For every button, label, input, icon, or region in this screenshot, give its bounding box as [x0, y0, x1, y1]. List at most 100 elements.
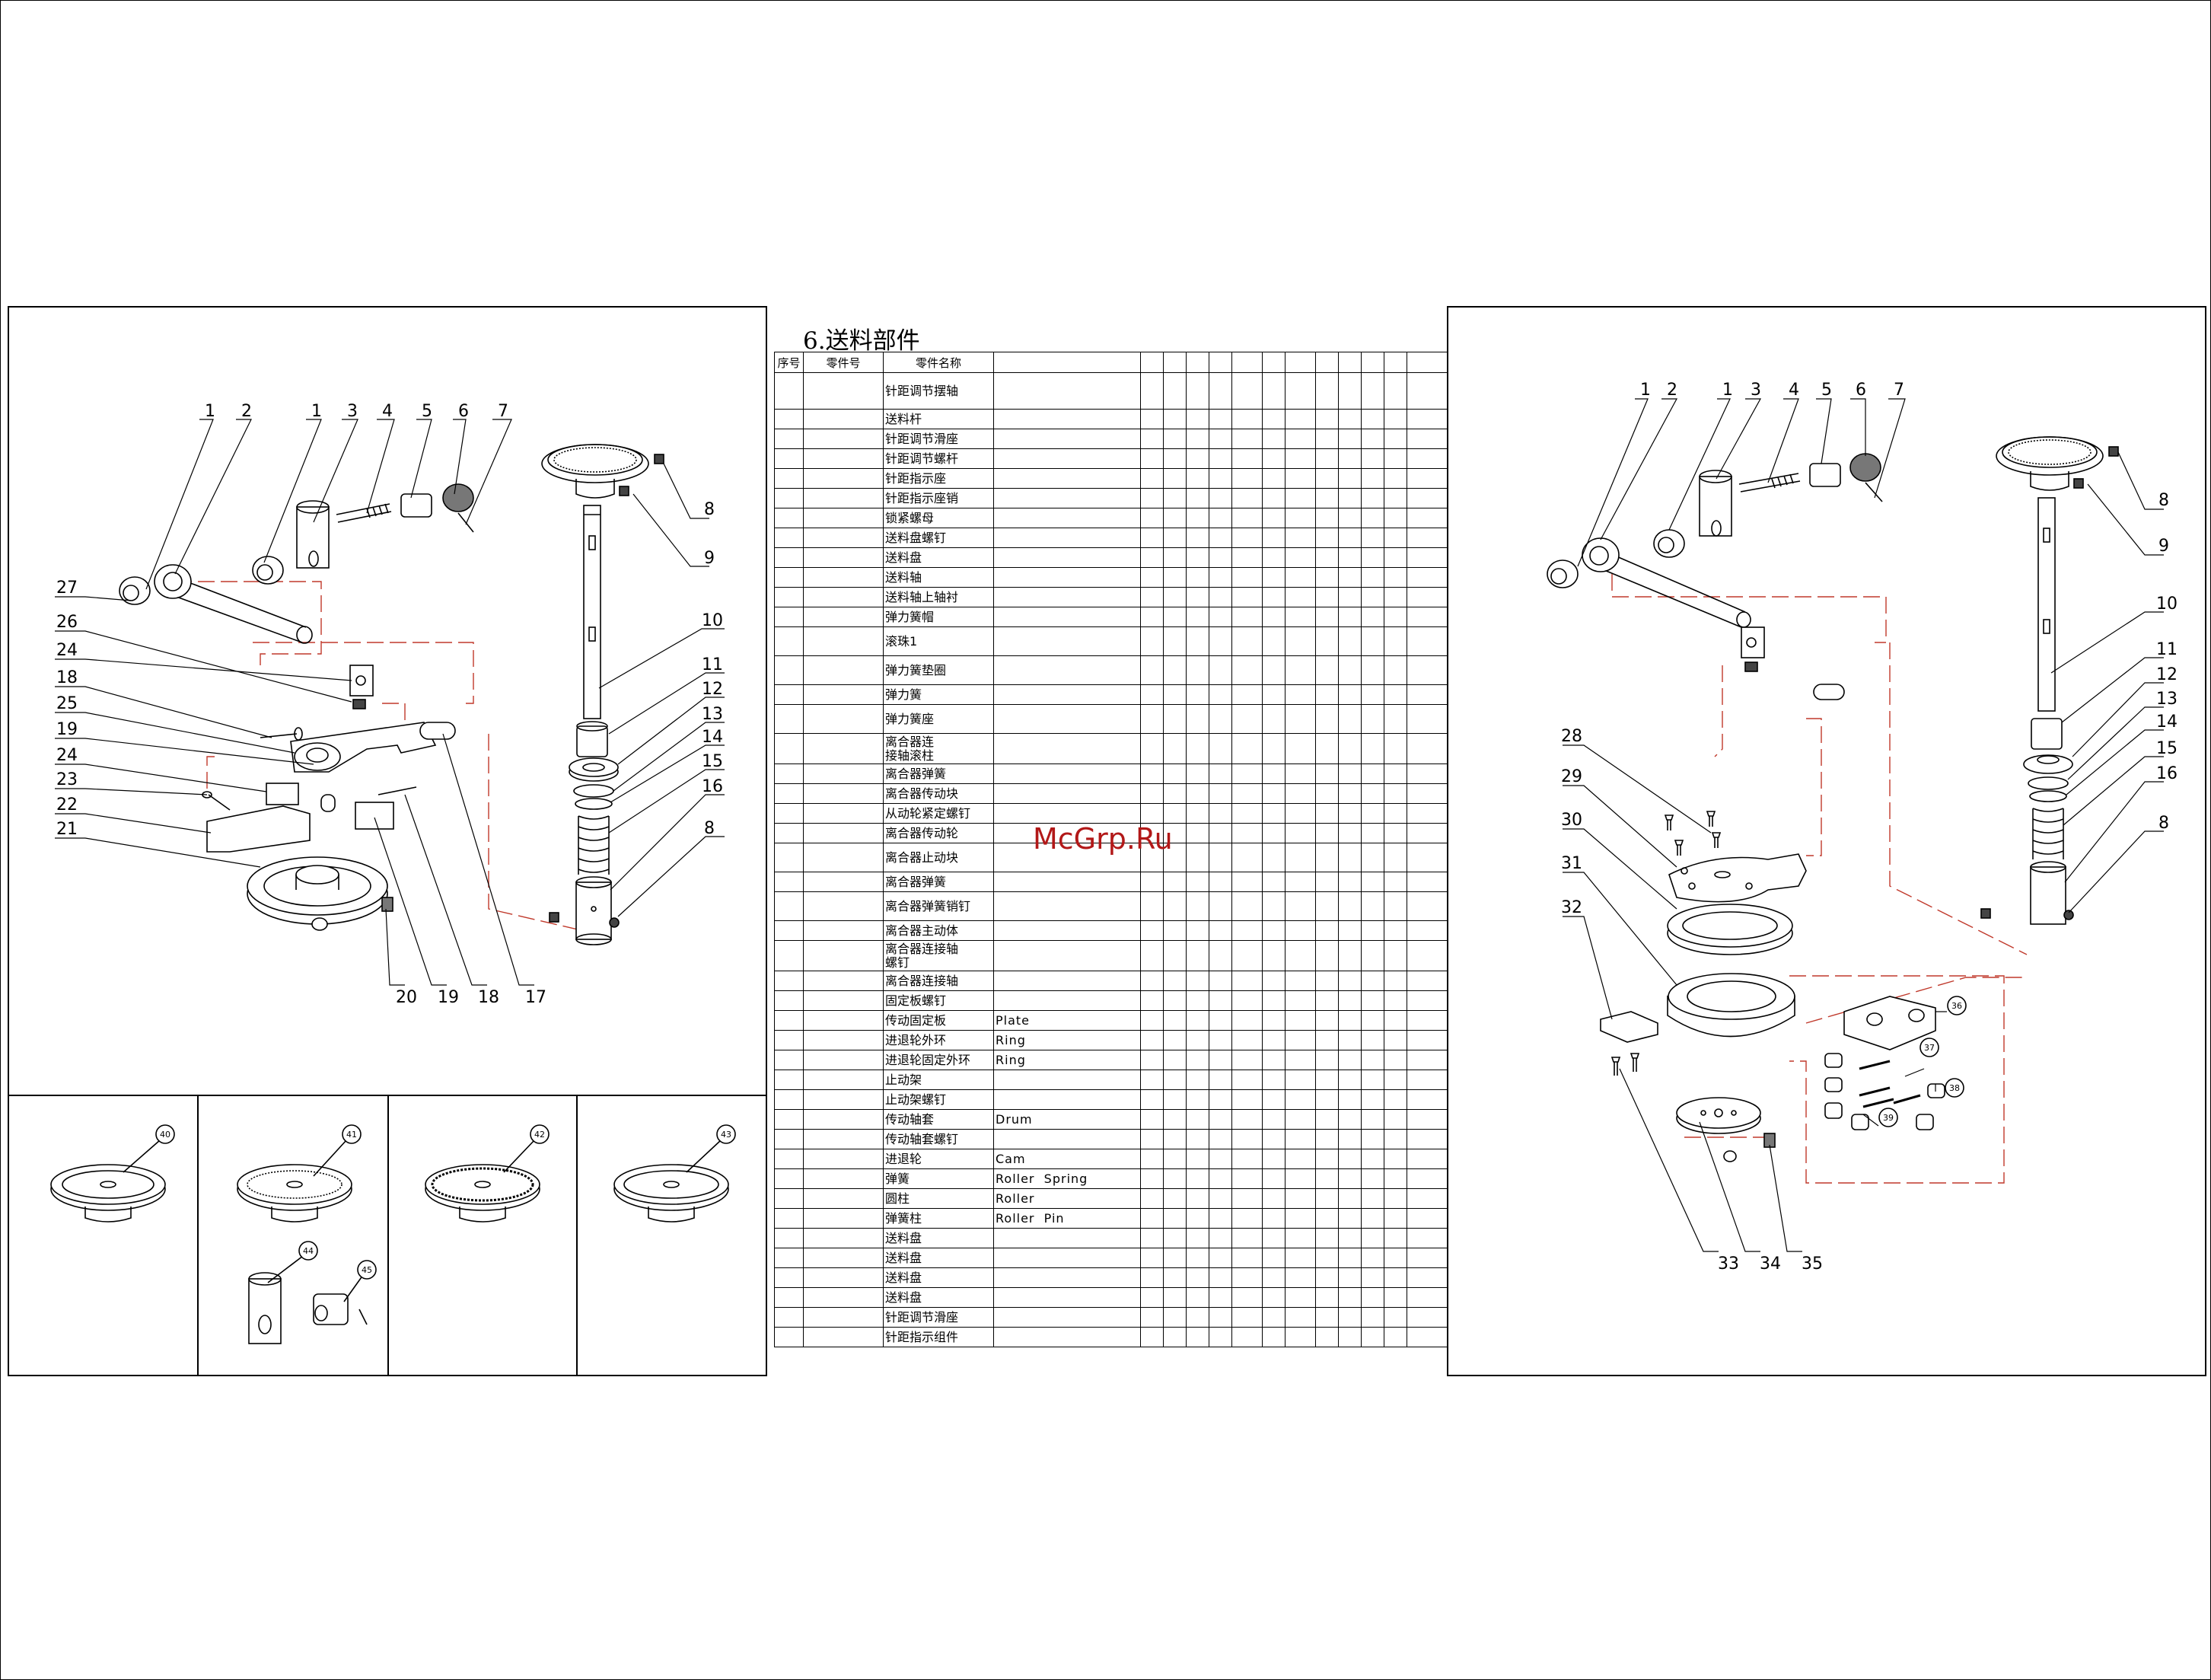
table-cell [1338, 684, 1362, 705]
table-cell [1384, 1089, 1407, 1110]
table-cell [1361, 1030, 1384, 1050]
table-cell [1361, 1149, 1384, 1169]
table-cell [1338, 1010, 1362, 1031]
table-cell [774, 528, 804, 548]
table-cell [1407, 1129, 1449, 1149]
table-cell [1209, 1089, 1232, 1110]
table-cell [1315, 1030, 1339, 1050]
table-cell [1163, 528, 1187, 548]
table-cell [1231, 508, 1263, 528]
table-cell [1361, 1168, 1384, 1189]
table-cell [1140, 763, 1164, 784]
table-cell [1407, 1188, 1449, 1209]
part-english-name-cell [993, 733, 1141, 764]
table-cell [1140, 1287, 1164, 1308]
table-cell [1338, 429, 1362, 449]
table-cell [1361, 409, 1384, 429]
table-cell [1338, 1030, 1362, 1050]
part-name-cell: 针距调节滑座 [883, 1307, 994, 1328]
right-exploded-view-panel: 1 2 1 3 4 5 6 7 8 9 10 11 12 13 14 15 16… [1447, 306, 2206, 1376]
table-cell [1231, 971, 1263, 991]
table-cell [1384, 763, 1407, 784]
table-cell [1262, 1188, 1286, 1209]
table-cell [1209, 1228, 1232, 1248]
table-cell [1338, 843, 1362, 872]
table-cell [1163, 409, 1187, 429]
table-cell [1186, 508, 1209, 528]
table-cell [1231, 1149, 1263, 1169]
table-row: 弹力簧帽 [774, 607, 1449, 627]
part-name-cell: 离合器传动块 [883, 783, 994, 804]
table-cell [1209, 704, 1232, 734]
table-cell [1384, 920, 1407, 941]
table-cell [1315, 409, 1339, 429]
table-cell [1163, 468, 1187, 489]
table-row: 锁紧螺母 [774, 508, 1449, 528]
callout: 29 [1561, 767, 1582, 786]
table-row: 送料盘 [774, 1248, 1449, 1268]
table-cell [1231, 1188, 1263, 1209]
table-cell [1384, 372, 1407, 410]
part-english-name-cell [993, 468, 1141, 489]
part-name-cell: 离合器连接轴 [883, 971, 994, 991]
table-cell [1384, 1129, 1407, 1149]
table-cell [1262, 429, 1286, 449]
part-name-cell: 送料盘 [883, 1267, 994, 1288]
table-cell [803, 684, 884, 705]
part-english-name-cell [993, 891, 1141, 921]
table-cell [1285, 488, 1316, 508]
table-cell [1186, 971, 1209, 991]
table-cell [1231, 684, 1263, 705]
table-cell [1407, 488, 1449, 508]
callout: 11 [2156, 640, 2178, 659]
variant-callout: 42 [534, 1130, 545, 1140]
variant-40 [50, 1140, 166, 1223]
table-cell [774, 567, 804, 588]
table-cell [1262, 1109, 1286, 1130]
table-cell [1361, 1267, 1384, 1288]
table-cell [1140, 1070, 1164, 1090]
table-cell [1186, 429, 1209, 449]
table-cell [1361, 783, 1384, 804]
table-cell [1361, 733, 1384, 764]
table-cell [803, 587, 884, 607]
table-cell [1361, 704, 1384, 734]
table-row: 离合器弹簧 [774, 872, 1449, 892]
table-cell [1140, 823, 1164, 843]
table-cell [1163, 626, 1187, 656]
table-cell [1163, 940, 1187, 971]
callout: 3 [347, 402, 358, 421]
table-cell [1338, 1267, 1362, 1288]
table-cell [1231, 1307, 1263, 1328]
table-cell [1140, 655, 1164, 685]
callout: 14 [2156, 712, 2178, 732]
table-cell [1315, 823, 1339, 843]
table-cell [1262, 372, 1286, 410]
table-cell [1163, 547, 1187, 568]
table-cell [1361, 429, 1384, 449]
table-cell [1285, 1050, 1316, 1070]
table-cell [1186, 1307, 1209, 1328]
table-row: 针距调节摆轴 [774, 372, 1449, 410]
table-cell [1384, 891, 1407, 921]
table-cell [1384, 1287, 1407, 1308]
callout: 24 [56, 641, 78, 660]
table-cell [1163, 587, 1187, 607]
callout: 8 [2158, 491, 2169, 510]
table-cell [1186, 733, 1209, 764]
table-cell [1315, 990, 1339, 1011]
table-cell [1338, 891, 1362, 921]
table-cell [1285, 1168, 1316, 1189]
table-cell [774, 1287, 804, 1308]
table-cell [774, 1188, 804, 1209]
table-cell [1262, 1129, 1286, 1149]
table-cell [803, 1228, 884, 1248]
callout: 8 [704, 500, 715, 519]
table-cell [1186, 607, 1209, 627]
table-cell [1407, 626, 1449, 656]
table-cell [1140, 1228, 1164, 1248]
table-cell [774, 1228, 804, 1248]
table-cell [803, 1030, 884, 1050]
